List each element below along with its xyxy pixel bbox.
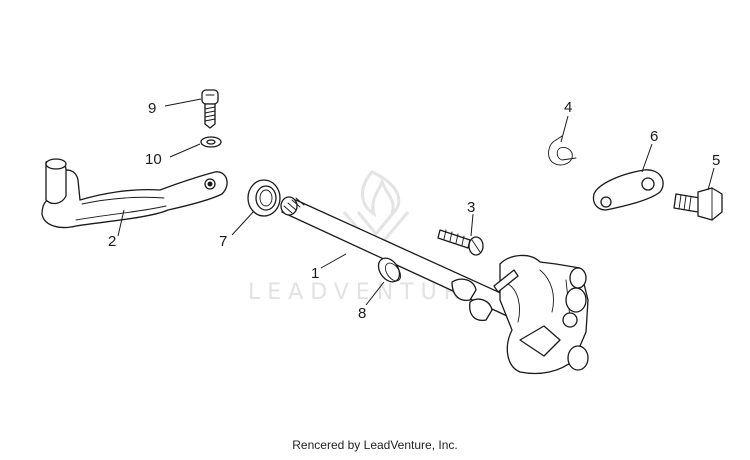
part-bracket-6 <box>592 169 664 211</box>
part-screw-9 <box>201 89 219 129</box>
part-screw-3 <box>437 229 484 256</box>
part-spring-4 <box>548 135 577 166</box>
callout-9: 9 <box>148 100 156 117</box>
part-seal-7 <box>247 179 281 217</box>
callout-labels: 9 10 2 7 1 8 3 4 6 5 <box>108 99 720 322</box>
part-ring-8 <box>377 257 402 283</box>
callout-10: 10 <box>145 151 162 168</box>
part-washer-10 <box>200 136 222 148</box>
callout-2: 2 <box>108 233 116 250</box>
callout-3: 3 <box>467 199 475 216</box>
callout-5: 5 <box>712 152 720 169</box>
callout-1: 1 <box>311 265 319 282</box>
callout-8: 8 <box>358 305 366 322</box>
callout-4: 4 <box>564 99 572 116</box>
part-bolt-5 <box>673 187 723 221</box>
part-shift-selector <box>451 254 589 375</box>
part-gear-lever-2 <box>41 158 228 229</box>
footer-credit: Rencered by LeadVenture, Inc. <box>292 438 458 452</box>
leader-lines <box>117 98 715 306</box>
callout-7: 7 <box>219 233 227 250</box>
callout-6: 6 <box>650 128 658 145</box>
